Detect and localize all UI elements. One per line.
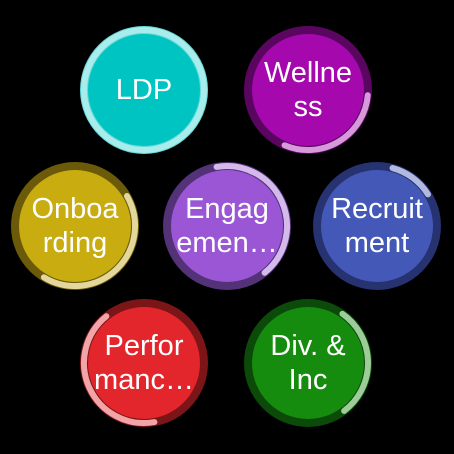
bubble-disc xyxy=(171,170,283,282)
progress-arc xyxy=(339,310,371,414)
progress-arc xyxy=(40,193,138,289)
app-bubble-performance[interactable]: Perfor manc… xyxy=(80,299,208,427)
bubble-disc xyxy=(88,34,200,146)
progress-arc xyxy=(389,165,431,198)
progress-arc xyxy=(81,313,158,426)
bubble-disc xyxy=(19,170,131,282)
bubble-disc xyxy=(321,170,433,282)
progress-ring xyxy=(80,299,208,427)
progress-ring xyxy=(11,162,139,290)
app-bubble-div-inc[interactable]: Div. & Inc xyxy=(244,299,372,427)
progress-ring xyxy=(244,26,372,154)
bubble-disc xyxy=(252,34,364,146)
progress-ring xyxy=(163,162,291,290)
progress-ring xyxy=(244,299,372,427)
progress-arc xyxy=(213,163,290,276)
progress-ring xyxy=(80,26,208,154)
app-bubble-recruitment[interactable]: Recruit ment xyxy=(313,162,441,290)
app-bubble-ldp[interactable]: LDP xyxy=(80,26,208,154)
app-bubble-onboarding[interactable]: Onboa rding xyxy=(11,162,139,290)
progress-arc xyxy=(81,27,207,153)
bubble-disc xyxy=(252,307,364,419)
app-bubble-wellness[interactable]: Wellne ss xyxy=(244,26,372,154)
progress-arc xyxy=(281,92,371,153)
app-bubble-engagement[interactable]: Engag emen… xyxy=(163,162,291,290)
progress-ring xyxy=(313,162,441,290)
bubble-disc xyxy=(88,307,200,419)
